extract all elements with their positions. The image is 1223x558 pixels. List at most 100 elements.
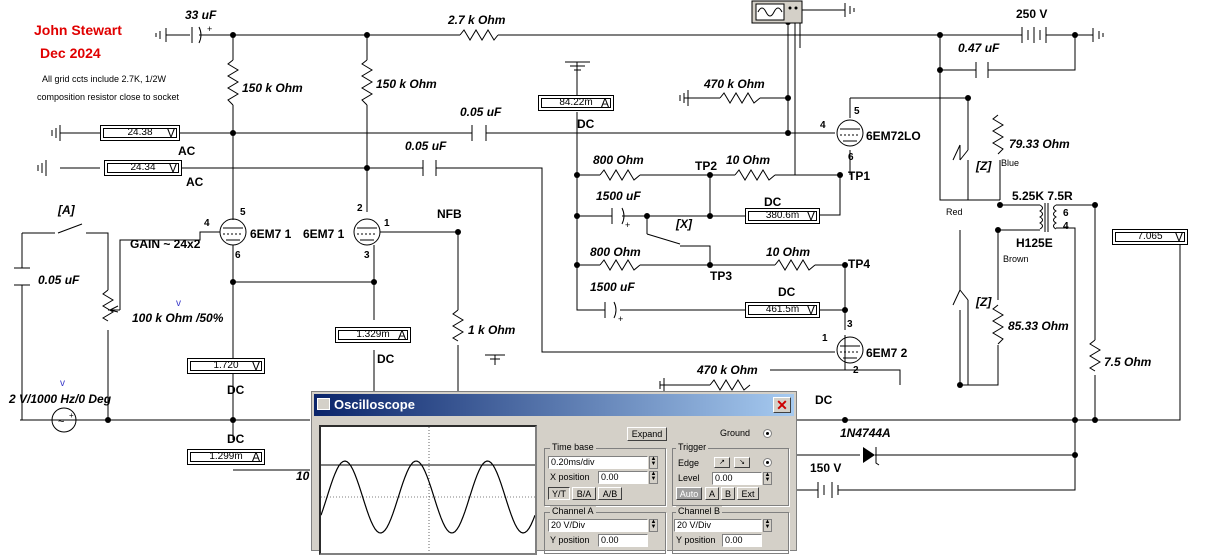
- label-transformer-ratio: 5.25K 7.5R: [1012, 189, 1073, 203]
- resistor-150k-a: [227, 59, 239, 106]
- resistor-470k-top: [719, 92, 761, 104]
- trigger-a-button[interactable]: A: [705, 487, 719, 500]
- level-spinner[interactable]: ▲▼: [763, 472, 772, 485]
- potentiometer-100k: [102, 289, 114, 322]
- timebase-field[interactable]: 0.20ms/div: [548, 456, 648, 469]
- capacitors: [14, 26, 1047, 498]
- meter-value: 1.329m: [356, 329, 390, 340]
- trigger-ext-button[interactable]: Ext: [737, 487, 759, 500]
- note-line1: All grid ccts include 2.7K, 1/2W: [42, 74, 167, 84]
- label-800-b: 800 Ohm: [590, 245, 641, 259]
- label-tube-6em7-1b: 6EM7 1: [303, 227, 345, 241]
- xposition-field[interactable]: 0.00: [598, 471, 648, 484]
- ground-terminal[interactable]: [763, 429, 772, 438]
- label-z-top: [Z]: [975, 159, 992, 173]
- svg-text:+: +: [207, 24, 212, 34]
- svg-text:+: +: [69, 411, 74, 420]
- trigger-b-button[interactable]: B: [721, 487, 735, 500]
- tube-6em7-2: [836, 336, 864, 364]
- trigger-label: Trigger: [676, 442, 709, 452]
- meter-value: 24.34: [130, 162, 156, 173]
- rising-edge-icon[interactable]: ↗: [714, 457, 730, 468]
- meter-unit: V: [166, 126, 175, 140]
- channel-b-ypos-label: Y position: [676, 535, 716, 545]
- label-150v: 150 V: [810, 461, 841, 475]
- channel-b-spinner[interactable]: ▲▼: [763, 519, 772, 532]
- mode-ab-button[interactable]: A/B: [598, 487, 622, 500]
- scope-waveform: [320, 427, 536, 553]
- label-10: 10: [296, 469, 310, 483]
- label-x: [X]: [675, 217, 693, 231]
- label-dc-c: DC: [227, 432, 245, 446]
- channel-a-ypos-field[interactable]: 0.00: [598, 534, 648, 547]
- svg-text:~: ~: [58, 416, 64, 428]
- mode-ba-button[interactable]: B/A: [572, 487, 596, 500]
- label-470k-bottom: 470 k Ohm: [696, 363, 758, 377]
- xposition-label: X position: [550, 472, 590, 482]
- expand-button[interactable]: Expand: [627, 427, 667, 441]
- label-1k: 1 k Ohm: [468, 323, 516, 337]
- label-h125e: H125E: [1016, 236, 1053, 250]
- channel-b-scale-field[interactable]: 20 V/Div: [674, 519, 762, 532]
- label-dc-b: DC: [227, 383, 245, 397]
- label-7.5: 7.5 Ohm: [1104, 355, 1152, 369]
- label-source: 2 V/1000 Hz/0 Deg: [8, 392, 112, 406]
- tubes: [219, 119, 864, 364]
- svg-text:6: 6: [848, 152, 854, 163]
- level-label: Level: [678, 473, 700, 483]
- trigger-group: [672, 448, 789, 506]
- voltmeter-ac-1: 24.38 V: [100, 125, 180, 141]
- svg-text:3: 3: [364, 250, 370, 261]
- channel-a-spinner[interactable]: ▲▼: [649, 519, 658, 532]
- label-nfb: NFB: [437, 207, 462, 221]
- meter-unit: A: [251, 450, 260, 464]
- meter-value: 7.065: [1137, 231, 1163, 242]
- level-field[interactable]: 0.00: [712, 472, 762, 485]
- label-ac-1: AC: [178, 144, 196, 158]
- svg-text:v: v: [176, 298, 181, 309]
- falling-edge-icon[interactable]: ↘: [734, 457, 750, 468]
- meter-value: 24.38: [127, 127, 153, 138]
- resistor-79.33: [992, 114, 1004, 155]
- svg-text:3: 3: [847, 319, 853, 330]
- label-dc-low: DC: [778, 285, 796, 299]
- trigger-auto-button[interactable]: Auto: [676, 487, 702, 500]
- edge-label: Edge: [678, 458, 700, 468]
- svg-text:2: 2: [357, 203, 363, 214]
- mode-yt-button[interactable]: Y/T: [548, 487, 570, 500]
- resistor-800-a: [599, 169, 641, 181]
- label-0.47uf: 0.47 uF: [958, 41, 1000, 55]
- resistor-85.33: [992, 304, 1004, 345]
- channel-b-ypos-field[interactable]: 0.00: [722, 534, 762, 547]
- close-icon[interactable]: ✕: [773, 397, 791, 413]
- label-250v: 250 V: [1016, 7, 1047, 21]
- channel-a-label: Channel A: [550, 506, 596, 516]
- label-150k-b: 150 k Ohm: [376, 77, 437, 91]
- label-a: [A]: [57, 203, 76, 217]
- zener-diode-1n4744a: [863, 447, 880, 466]
- trigger-terminal[interactable]: [763, 458, 772, 467]
- label-dc-d: DC: [815, 393, 833, 407]
- channel-a-scale-field[interactable]: 20 V/Div: [548, 519, 648, 532]
- label-tp3: TP3: [710, 269, 732, 283]
- oscilloscope-window[interactable]: Oscilloscope ✕ Expand Ground Time base 0…: [311, 391, 797, 555]
- scope-screen: [319, 425, 537, 555]
- switches: [952, 144, 961, 306]
- timebase-spinner[interactable]: ▲▼: [649, 456, 658, 469]
- oscilloscope-titlebar[interactable]: Oscilloscope ✕: [314, 394, 794, 416]
- svg-text:2: 2: [853, 365, 859, 376]
- xposition-spinner[interactable]: ▲▼: [649, 471, 658, 484]
- label-ac-2: AC: [186, 175, 204, 189]
- meter-unit: V: [168, 161, 177, 175]
- meter-unit: V: [806, 209, 815, 223]
- svg-text:+: +: [625, 220, 630, 230]
- resistor-2.7k: [459, 29, 499, 41]
- label-0.05uf-b: 0.05 uF: [405, 139, 447, 153]
- label-79.33: 79.33 Ohm: [1009, 137, 1070, 151]
- svg-text:6: 6: [235, 250, 241, 261]
- label-tp2: TP2: [695, 159, 717, 173]
- svg-text:5: 5: [240, 207, 246, 218]
- oscilloscope-title: Oscilloscope: [334, 397, 415, 412]
- tube-6em72lo: [836, 119, 864, 147]
